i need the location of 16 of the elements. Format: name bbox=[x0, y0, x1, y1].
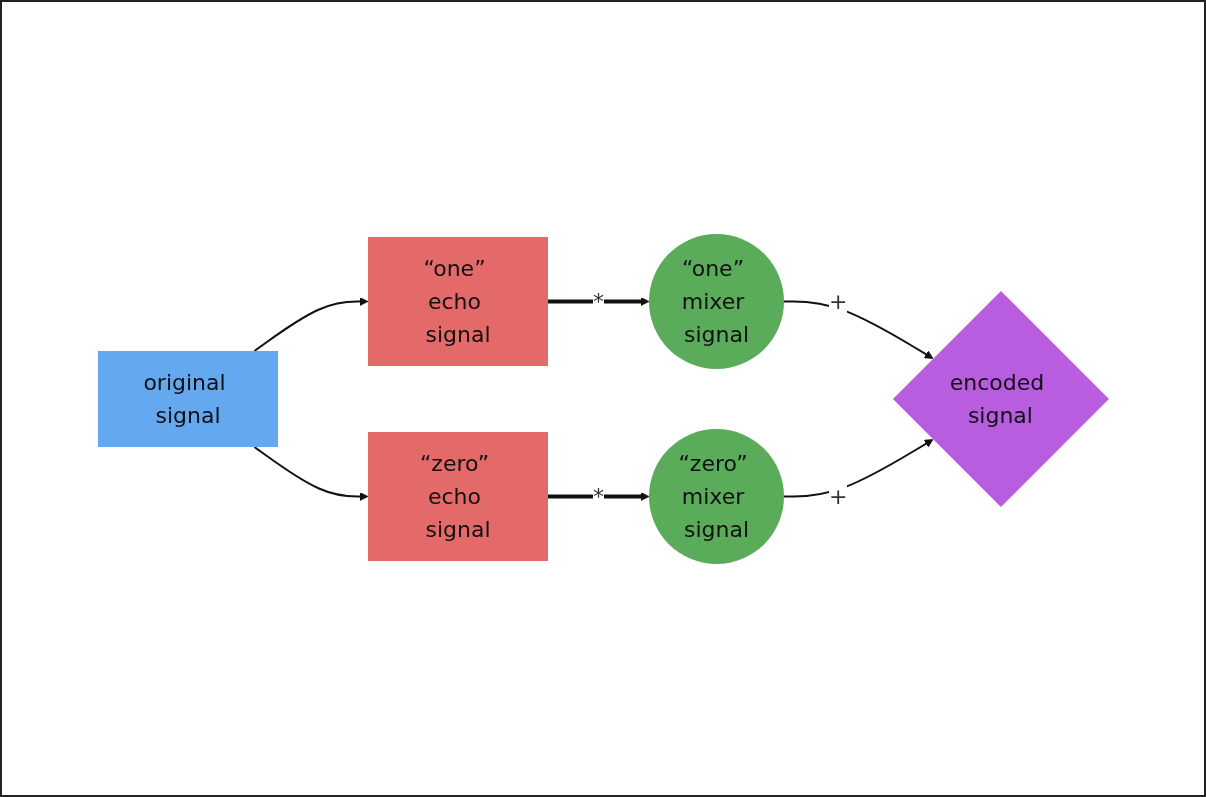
node-circle: “one” mixer signal bbox=[648, 233, 784, 369]
arrow bbox=[782, 438, 933, 497]
arrow bbox=[547, 296, 649, 306]
arrow bbox=[547, 491, 649, 501]
edge-label: + bbox=[828, 288, 847, 314]
node-box: “one” echo signal bbox=[367, 236, 548, 366]
node-box: original signal bbox=[97, 350, 278, 447]
arrow bbox=[782, 300, 933, 359]
edge-label: * bbox=[592, 483, 604, 509]
edge-label: * bbox=[592, 288, 604, 314]
node-diamond: encoded signal bbox=[892, 290, 1109, 507]
edge-label: + bbox=[828, 483, 847, 509]
arrow bbox=[253, 445, 368, 501]
node-circle: “zero” mixer signal bbox=[648, 428, 784, 564]
arrow bbox=[253, 296, 368, 352]
node-box: “zero” echo signal bbox=[367, 431, 548, 561]
